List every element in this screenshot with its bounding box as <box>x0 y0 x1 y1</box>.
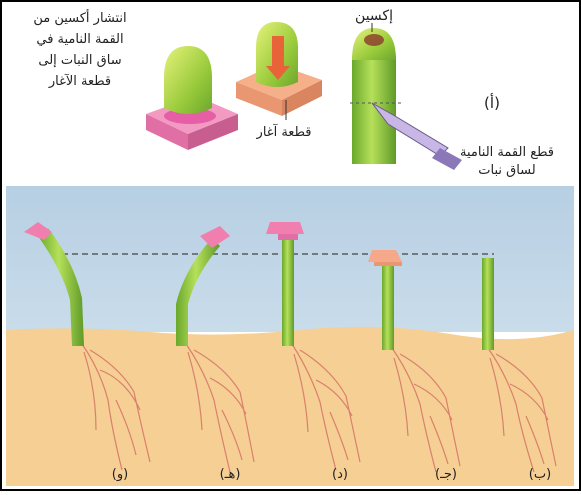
stem-upper <box>352 56 396 164</box>
panel-label-dal: (د) <box>332 467 348 482</box>
panel-label-ha: (هـ) <box>220 467 241 482</box>
auxin-spot <box>364 34 384 46</box>
panel-label-jim: (جـ) <box>435 467 457 482</box>
diffusionLabel-line: انتشار أكسين من <box>33 9 126 26</box>
panel-label-waw: (و) <box>112 467 128 482</box>
plant-ba <box>482 258 494 350</box>
cutTipLabel-line: قطع القمة النامية <box>460 145 554 160</box>
diffusionLabel-line: ساق النبات إلى <box>38 53 121 68</box>
growing-tip <box>164 46 212 114</box>
label-part-a: (أ) <box>484 93 500 112</box>
cutTipLabel-line: لساق نبات <box>478 163 535 178</box>
label-agar-block: قطعة آغار <box>256 123 312 140</box>
diffusionLabel-line: قطعة الآغار <box>48 73 111 89</box>
label-auxin: إكسين <box>355 8 393 24</box>
diffusionLabel-line: القمة النامية في <box>36 32 123 47</box>
panel-label-ba: (ب) <box>529 467 551 482</box>
